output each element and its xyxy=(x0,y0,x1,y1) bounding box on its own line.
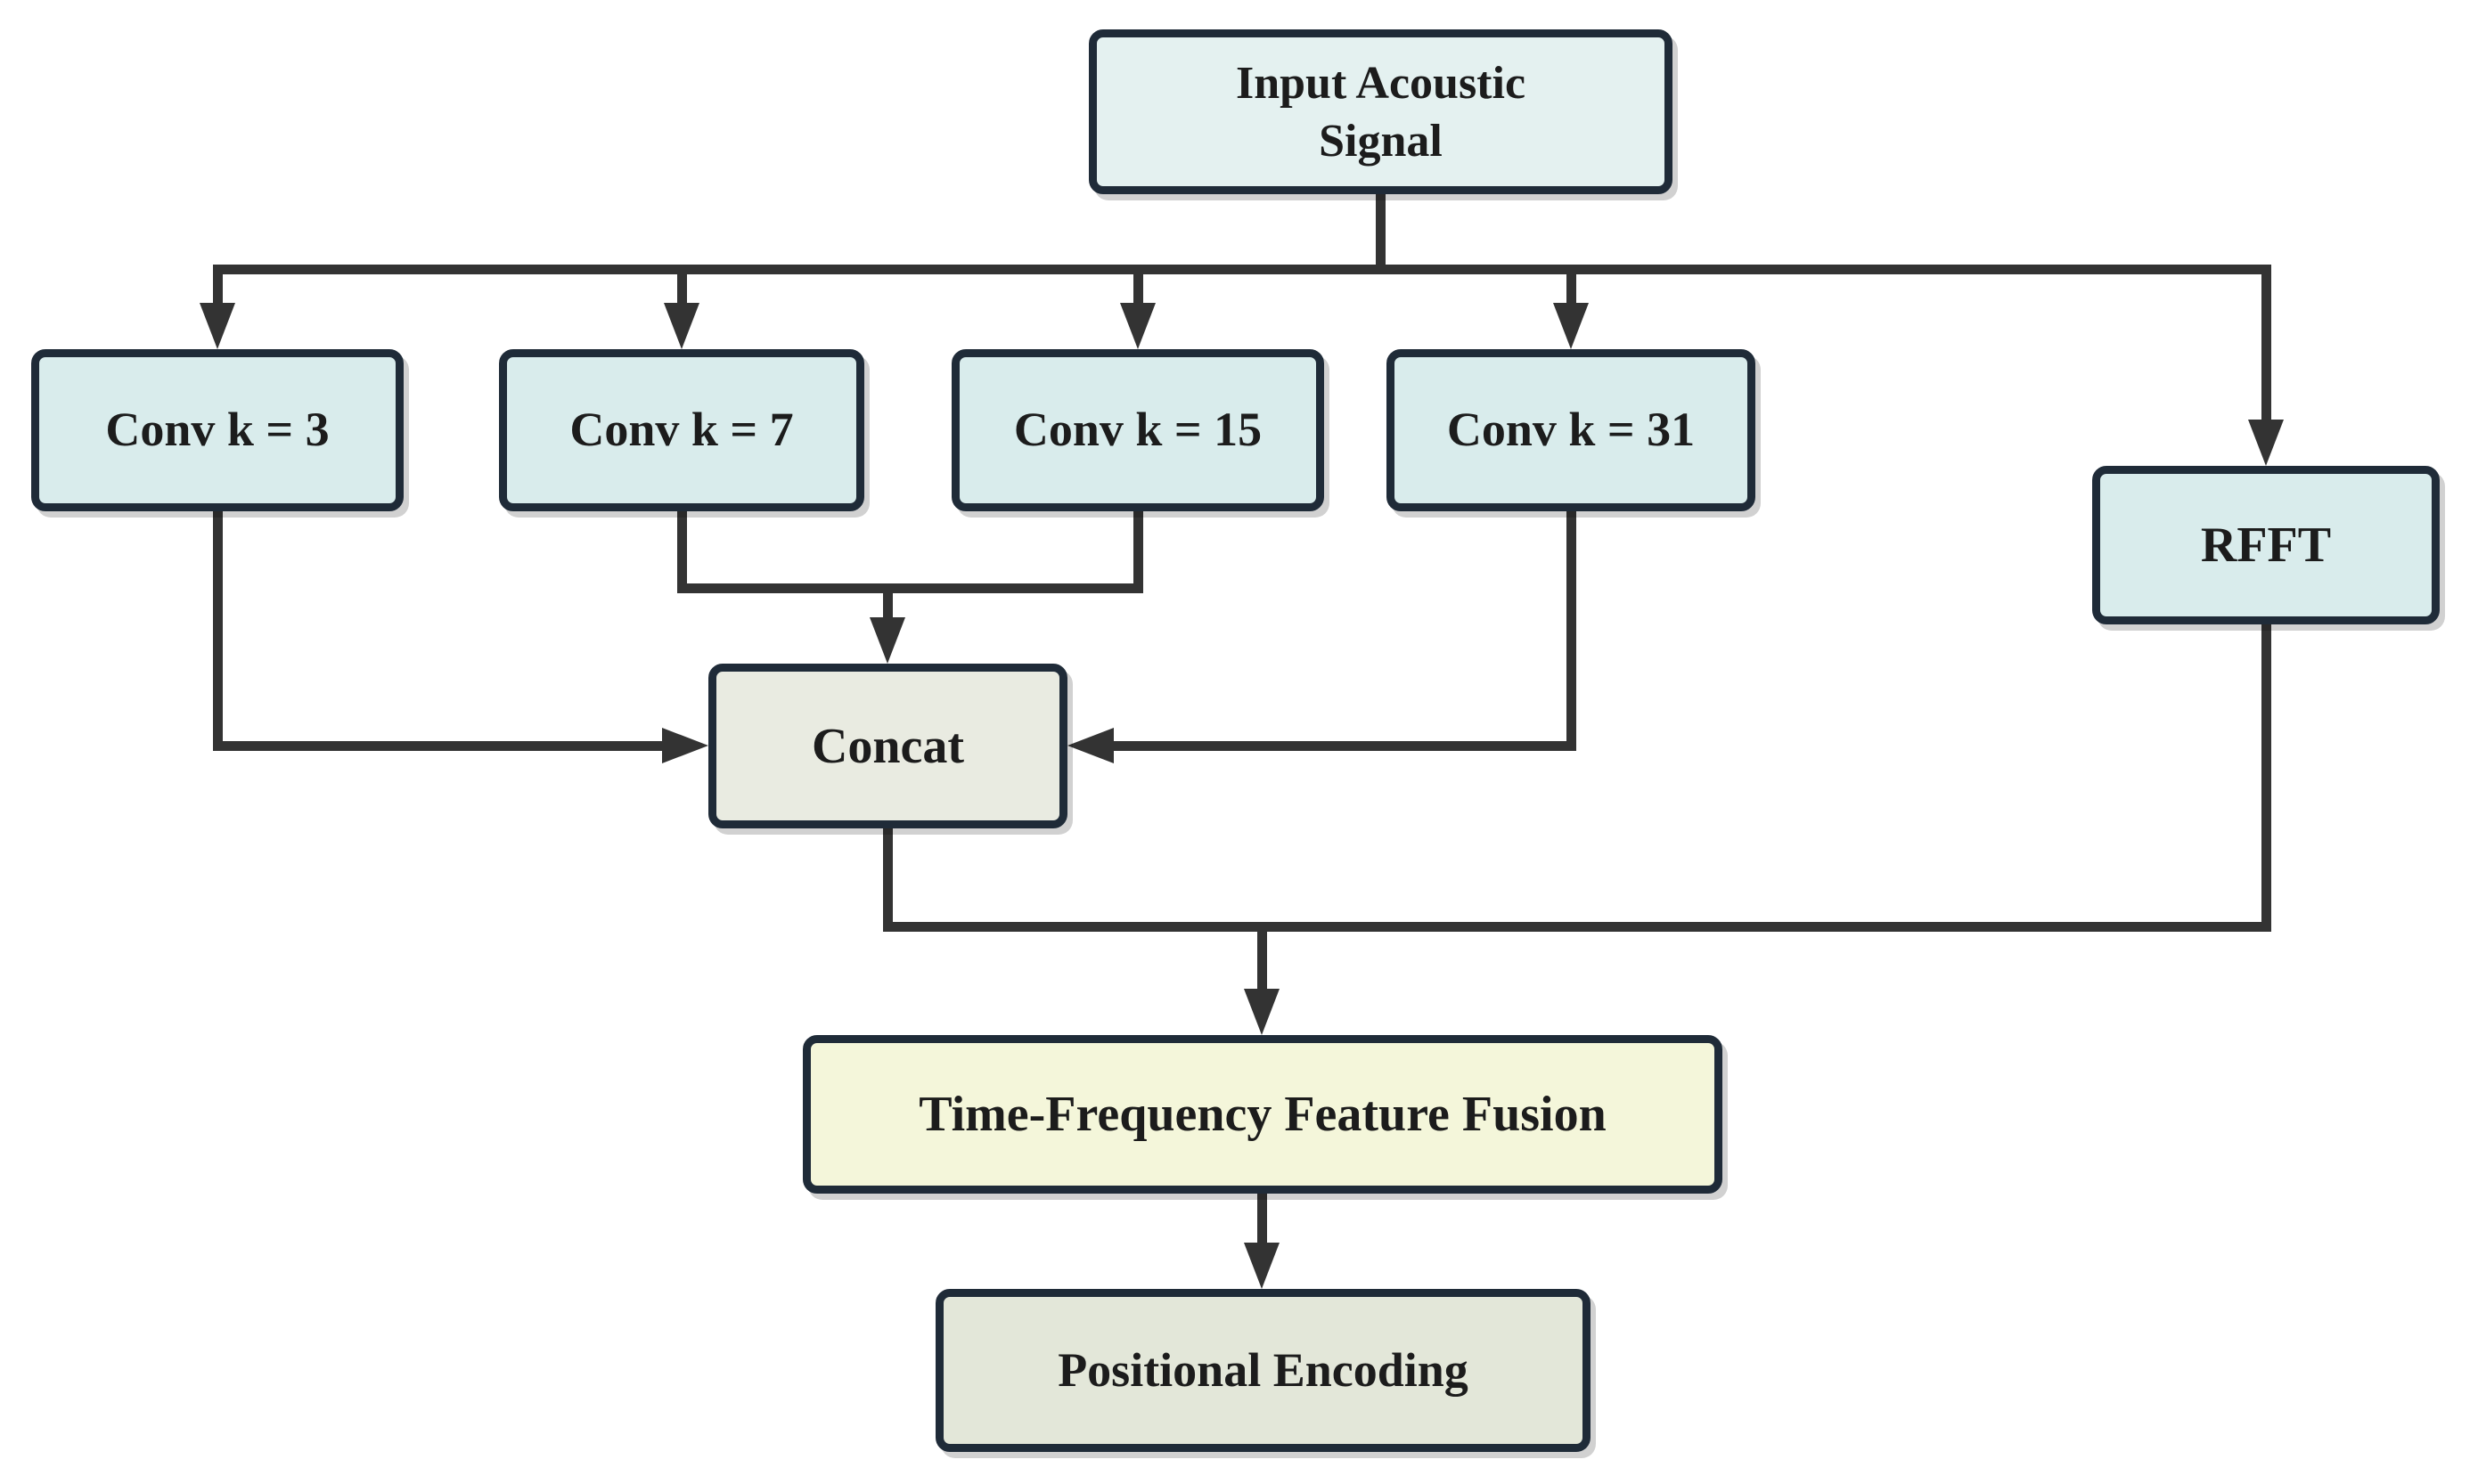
connector-conv7-down xyxy=(677,511,687,593)
arrowhead-into-conv3 xyxy=(200,303,235,349)
connector-merge-to-tff xyxy=(1257,922,1267,989)
connector-conv7-conv15-join xyxy=(677,583,1143,593)
connector-input-stem xyxy=(1376,190,1386,274)
node-tff-label: Time-Frequency Feature Fusion xyxy=(919,1087,1607,1142)
node-pe-label: Positional Encoding xyxy=(1058,1342,1468,1397)
node-conv-k7-label: Conv k = 7 xyxy=(569,403,794,457)
connector-drop-conv7 xyxy=(677,265,687,306)
arrowhead-into-pe xyxy=(1244,1243,1280,1289)
connector-conv31-down xyxy=(1566,511,1576,751)
node-time-frequency-feature-fusion: Time-Frequency Feature Fusion xyxy=(803,1035,1722,1194)
arrowhead-into-conv7 xyxy=(664,303,699,349)
node-concat-label: Concat xyxy=(811,718,965,774)
node-rfft-label: RFFT xyxy=(2200,518,2332,573)
connector-concat-down xyxy=(883,828,893,932)
connector-conv3-right xyxy=(213,741,664,751)
arrowhead-into-conv31 xyxy=(1553,303,1589,349)
node-concat: Concat xyxy=(708,664,1067,828)
arrowhead-into-concat-right xyxy=(1067,728,1114,763)
connector-drop-conv31 xyxy=(1566,265,1576,306)
connector-rfft-down xyxy=(2261,624,2271,932)
connector-join-to-concat xyxy=(883,583,893,621)
arrowhead-into-concat-left xyxy=(662,728,708,763)
connector-drop-conv3 xyxy=(213,265,223,306)
node-conv-k3-label: Conv k = 3 xyxy=(105,403,330,457)
connector-drop-conv15 xyxy=(1133,265,1143,306)
node-rfft: RFFT xyxy=(2092,466,2440,624)
node-positional-encoding: Positional Encoding xyxy=(936,1289,1591,1452)
node-conv-k7: Conv k = 7 xyxy=(499,349,864,511)
node-input-label-line1: Input Acoustic xyxy=(1235,57,1526,109)
node-conv-k15-label: Conv k = 15 xyxy=(1013,403,1263,457)
connector-conv3-down xyxy=(213,511,223,751)
connector-branch-line xyxy=(213,265,2271,274)
node-input-acoustic-signal: Input Acoustic Signal xyxy=(1089,29,1672,194)
arrowhead-into-tff xyxy=(1244,989,1280,1035)
arrowhead-into-conv15 xyxy=(1120,303,1156,349)
node-input-label-line2: Signal xyxy=(1319,115,1443,167)
arrowhead-into-rfft xyxy=(2248,420,2284,466)
arrowhead-into-concat-top xyxy=(870,617,905,664)
connector-tff-down xyxy=(1257,1194,1267,1243)
node-conv-k3: Conv k = 3 xyxy=(31,349,404,511)
connector-merge-line xyxy=(883,922,2271,932)
node-conv-k31-label: Conv k = 31 xyxy=(1446,403,1696,457)
node-conv-k15: Conv k = 15 xyxy=(952,349,1324,511)
connector-drop-rfft xyxy=(2261,265,2271,421)
node-conv-k31: Conv k = 31 xyxy=(1386,349,1755,511)
connector-conv15-down xyxy=(1133,511,1143,593)
connector-conv31-left xyxy=(1114,741,1576,751)
